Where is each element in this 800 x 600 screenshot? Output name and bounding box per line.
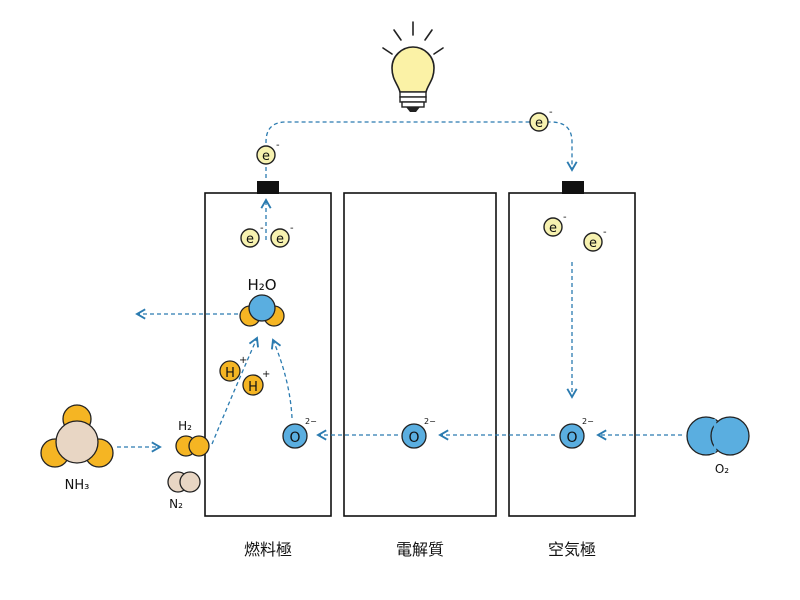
air-terminal — [562, 181, 584, 194]
water-molecule — [239, 294, 285, 327]
oxide-ion-air: O 2− — [559, 417, 594, 449]
svg-text:e: e — [535, 116, 543, 131]
svg-text:H: H — [225, 366, 235, 381]
svg-text:e: e — [262, 149, 270, 164]
electrolyte-box — [343, 192, 497, 517]
svg-text:-: - — [260, 223, 264, 234]
air-electrode-box — [508, 192, 636, 517]
circuit-wire — [265, 121, 578, 178]
svg-text:H: H — [248, 380, 258, 395]
svg-text:e: e — [589, 236, 597, 251]
svg-text:-: - — [563, 212, 567, 223]
svg-text:-: - — [603, 227, 607, 238]
electron-wire-left: e - — [256, 140, 280, 165]
svg-text:-: - — [549, 107, 553, 118]
oxygen-molecule — [686, 416, 750, 456]
electrolyte-label: 電解質 — [396, 540, 444, 559]
nitrogen-label: N₂ — [169, 497, 183, 511]
proton-2: H + — [242, 369, 270, 396]
svg-text:O: O — [408, 430, 419, 446]
electron-fuel-2: e - — [270, 223, 294, 248]
fuel-electrode-label: 燃料極 — [244, 540, 292, 559]
nitrogen-molecule — [167, 471, 201, 493]
hydrogen-up-arrow — [211, 336, 259, 445]
proton-1: H + — [219, 355, 247, 382]
oxide-up-arrow — [270, 338, 293, 419]
water-label: H₂O — [247, 276, 276, 294]
electron-air-2: e - — [583, 227, 607, 252]
svg-text:+: + — [262, 369, 270, 380]
svg-text:2−: 2− — [582, 417, 594, 426]
svg-text:2−: 2− — [305, 417, 317, 426]
hydrogen-label: H₂ — [178, 419, 192, 433]
ammonia-label: NH₃ — [65, 478, 90, 493]
svg-text:O: O — [566, 430, 577, 446]
svg-text:e: e — [276, 232, 284, 247]
svg-text:-: - — [290, 223, 294, 234]
svg-text:-: - — [276, 140, 280, 151]
fuel-electrode-box — [204, 192, 332, 517]
electron-wire-top: e - — [529, 107, 553, 132]
svg-text:e: e — [549, 221, 557, 236]
air-electrode-label: 空気極 — [548, 540, 596, 559]
fuel-terminal — [257, 181, 279, 194]
svg-text:O: O — [289, 430, 300, 446]
svg-text:e: e — [246, 232, 254, 247]
electron-fuel-1: e - — [240, 223, 264, 248]
svg-text:2−: 2− — [424, 417, 436, 426]
oxide-ion-fuel: O 2− — [282, 417, 317, 449]
light-bulb-icon — [382, 21, 444, 112]
svg-text:+: + — [239, 355, 247, 366]
ammonia-molecule — [40, 404, 114, 468]
oxygen-label: O₂ — [715, 462, 729, 476]
oxide-ion-electrolyte: O 2− — [401, 417, 436, 449]
hydrogen-molecule — [175, 435, 210, 457]
electron-air-1: e - — [543, 212, 567, 237]
